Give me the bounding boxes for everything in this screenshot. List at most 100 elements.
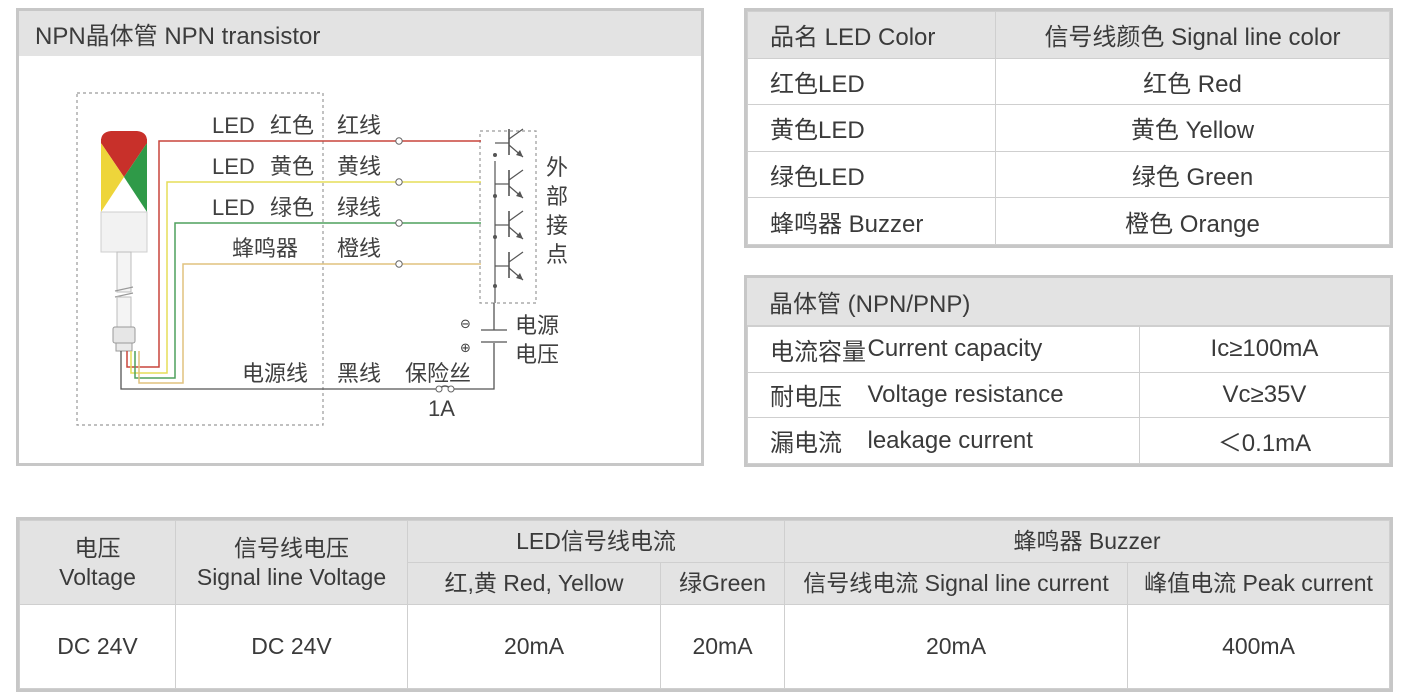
wire-color-label: 红色 [270,113,314,138]
power-line-label: 电源线 [242,361,308,386]
table-row: 绿色LED 绿色 Green [747,150,1390,199]
electrical-spec-table: 电压 Voltage 信号线电压 Signal line Voltage LED… [16,517,1393,692]
wire-terminal [395,260,403,268]
wire-name-label: 黄线 [337,154,381,179]
table-header-row: 品名 LED Color 信号线颜色 Signal line color [747,11,1390,59]
fuse-label: 保险丝 [405,361,471,386]
spec-value-cell: Vc≥35V [1139,371,1390,419]
wire-color-label: 绿色 [270,195,314,220]
external-contacts-label-2: 部 [546,184,568,209]
npn-transistor-icon [493,169,524,199]
led-name-cell: 黄色LED [747,104,996,152]
subheader-peak-current: 峰值电流 Peak current [1127,562,1390,605]
signal-wire [126,140,481,368]
external-contacts-outline [479,130,537,304]
value-green-current: 20mA [660,604,785,689]
header-led-current: LED信号线电流 [407,520,785,563]
header-voltage: 电压 Voltage [19,520,176,605]
wire-labels: LED 红色红线 LED 黄色黄线 LED 绿色绿线蜂鸣器 橙线 [212,113,381,261]
value-buzzer-peak-current: 400mA [1127,604,1390,689]
signal-color-cell: 橙色 Orange [995,197,1390,245]
wire-prefix-label: LED [212,113,255,138]
table-row: 红色LED 红色 Red [747,57,1390,106]
wire-terminal [395,137,403,145]
header-voltage-en: Voltage [59,563,136,590]
external-contacts-label-3: 接 [546,213,568,238]
signal-wire [138,263,481,384]
signal-color-cell: 黄色 Yellow [995,104,1390,152]
npn-transistor-icon [493,210,524,240]
header-signal-voltage: 信号线电压 Signal line Voltage [175,520,408,605]
power-wire [120,351,439,390]
lamp-red-segment [101,143,147,177]
cable-gland [112,326,136,344]
wire-name-label: 红线 [337,113,381,138]
spec-en-cell: leakage current [867,417,1140,464]
led-name-cell: 绿色LED [747,150,996,199]
signal-wires [126,137,481,384]
table-row: 电流容量 Current capacity Ic≥100mA [747,326,1390,373]
fuse-rating-label: 1A [428,396,455,421]
subheader-signal-current: 信号线电流 Signal line current [784,562,1128,605]
external-contacts-label-1: 外 [546,155,568,180]
led-name-cell: 蜂鸣器 Buzzer [747,197,996,245]
header-led-color: 品名 LED Color [747,11,996,59]
supply-voltage-label-1: 电源 [515,313,559,338]
lamp-pole-lower [116,296,132,328]
wire-terminal [395,178,403,186]
lamp-cap [101,131,147,141]
housing-outline [76,92,324,426]
spec-cn-cell: 漏电流 [747,417,868,464]
table-row: 漏电流 leakage current ＜0.1mA [747,417,1390,464]
wire-prefix-label: LED [212,195,255,220]
lamp-white-segment [100,211,148,253]
signal-tower-icon [100,131,148,352]
subheader-green: 绿Green [660,562,785,605]
fuse-terminal-left [435,385,443,393]
table-row: 黄色LED 黄色 Yellow [747,104,1390,152]
table-row: 耐电压 Voltage resistance Vc≥35V [747,371,1390,419]
spec-cn-cell: 电流容量 [747,326,868,373]
external-contacts-label-4: 点 [546,242,568,267]
diagram-title: NPN晶体管 NPN transistor [19,11,701,56]
header-voltage-cn: 电压 [74,534,121,561]
header-signal-voltage-cn: 信号线电压 [234,534,349,561]
transistor-table-title: 晶体管 (NPN/PNP) [747,278,1390,326]
led-color-table: 品名 LED Color 信号线颜色 Signal line color 红色L… [744,8,1393,248]
supply-wire-positive [454,343,495,390]
wire-color-label: 黄色 [270,154,314,179]
lamp-pole [116,251,132,293]
spec-value-cell: Ic≥100mA [1139,326,1390,373]
spec-value-cell: ＜0.1mA [1139,417,1390,464]
supply-voltage-label-2: 电压 [515,342,559,367]
npn-transistor-icon [493,128,524,158]
wire-name-label: 橙线 [337,236,381,261]
spec-en-cell: Current capacity [867,326,1140,373]
header-buzzer: 蜂鸣器 Buzzer [784,520,1390,563]
transistor-spec-table: 晶体管 (NPN/PNP) 电流容量 Current capacity Ic≥1… [744,275,1393,467]
npn-transistor-icon [493,251,524,288]
signal-wire [134,222,481,379]
value-red-yellow-current: 20mA [407,604,661,689]
wiring-diagram-panel: NPN晶体管 NPN transistor [16,8,704,466]
signal-color-cell: 红色 Red [995,57,1390,106]
lamp-cap-top [101,139,147,144]
black-line-label: 黑线 [337,361,381,386]
signal-color-cell: 绿色 Green [995,150,1390,199]
wire-color-label: 蜂鸣器 [232,236,298,261]
led-name-cell: 红色LED [747,57,996,106]
fuse-terminal-right [447,385,455,393]
wiring-diagram: LED 红色红线 LED 黄色黄线 LED 绿色绿线蜂鸣器 橙线 电源线 黑线 保险丝 1A… [76,92,568,426]
wire-name-label: 绿线 [337,195,381,220]
spec-cn-cell: 耐电压 [747,371,868,419]
table-subheader-row: 红,黄 Red, Yellow 绿Green 信号线电流 Signal line… [20,562,1390,605]
header-signal-line-color: 信号线颜色 Signal line color [995,11,1390,59]
wire-prefix-label: LED [212,154,255,179]
wire-terminal [395,219,403,227]
value-voltage: DC 24V [19,604,176,689]
value-buzzer-signal-current: 20mA [784,604,1128,689]
value-signal-voltage: DC 24V [175,604,408,689]
header-signal-voltage-en: Signal line Voltage [196,563,387,590]
lamp-yellow-segment [101,143,124,212]
table-row: DC 24V DC 24V 20mA 20mA 20mA 400mA [19,604,1390,689]
